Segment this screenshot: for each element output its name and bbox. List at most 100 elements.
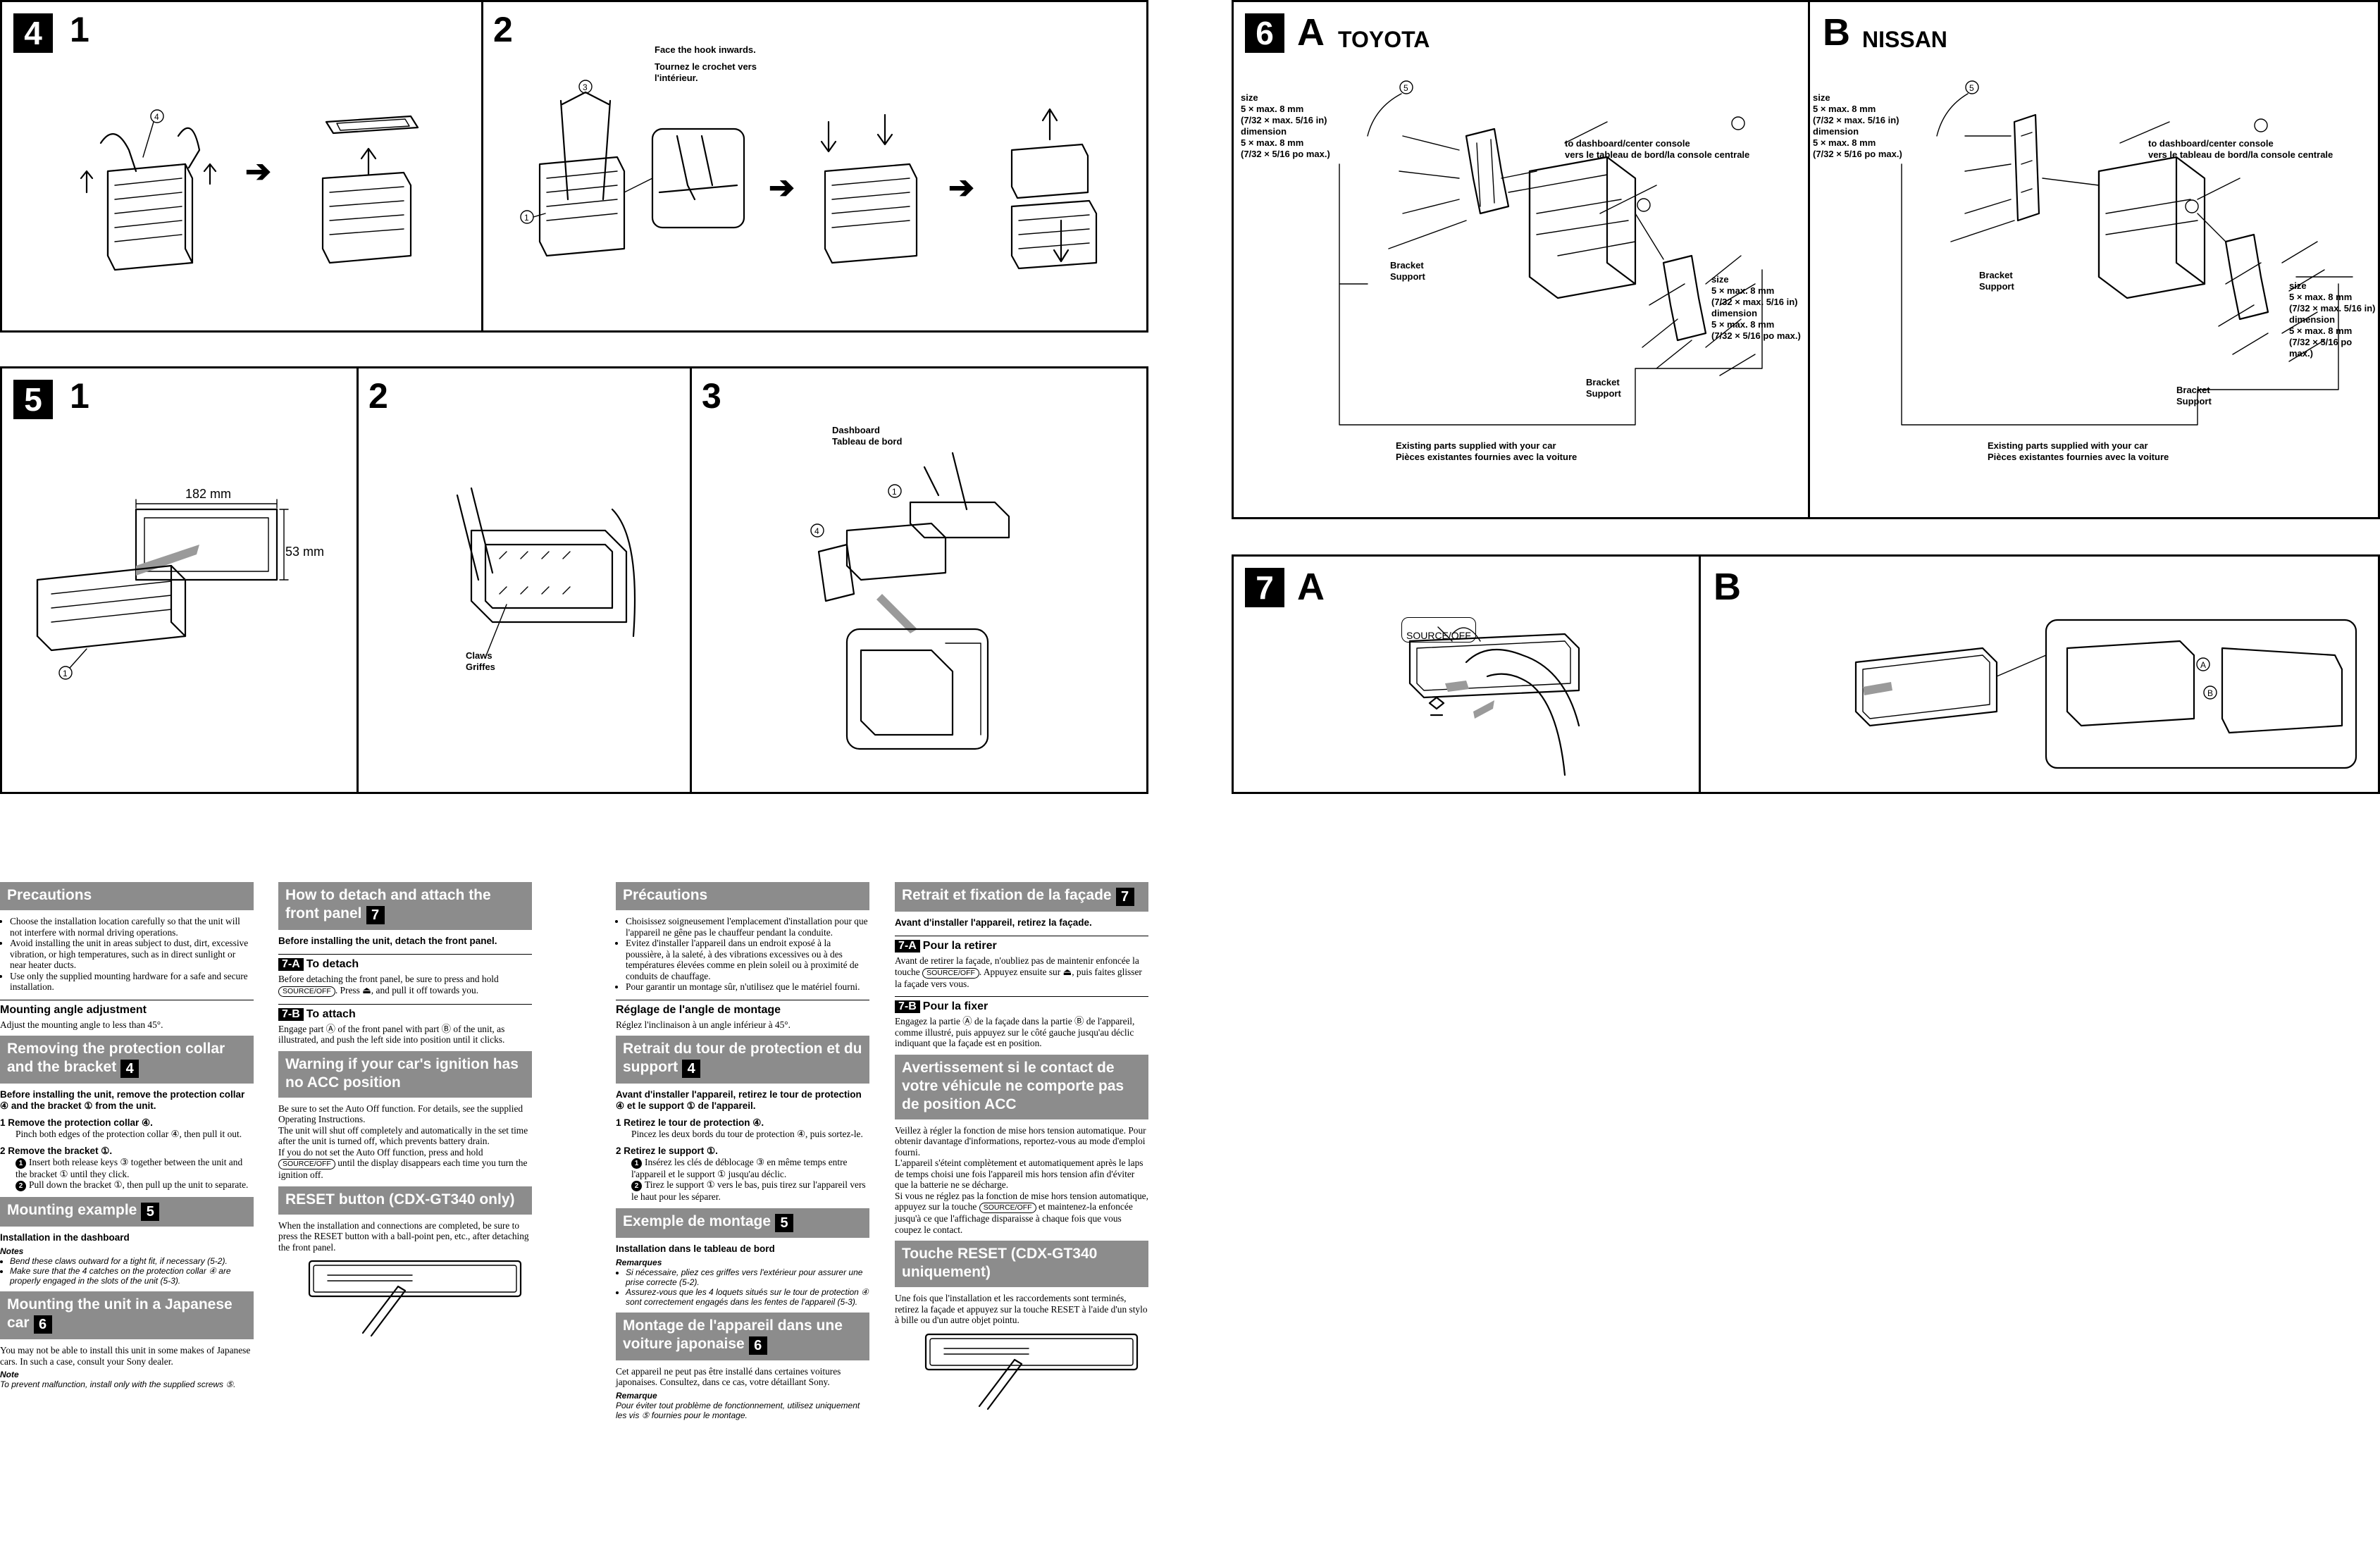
list-item: Choose the installation location careful… xyxy=(10,916,254,938)
step-number: 1 xyxy=(70,376,89,416)
subsection-badge: 7-B xyxy=(278,1007,304,1021)
arrow-icon: ➔ xyxy=(769,170,795,205)
note-label: Remarque xyxy=(616,1390,657,1401)
paragraph-text: . Press ⏏, and pull it off towards you. xyxy=(335,984,479,995)
notes-label: Remarques xyxy=(616,1257,662,1267)
variant-letter: B xyxy=(1713,566,1741,608)
substep-text: Insérez les clés de déblocage ③ en même … xyxy=(631,1156,848,1179)
arrow-icon: ➔ xyxy=(245,154,271,189)
attach-front-panel-illustration: A B xyxy=(1854,619,2357,769)
section-heading: Touche RESET (CDX-GT340 uniquement) xyxy=(895,1241,1148,1287)
panel-7-detach: 7 A SOURCE/OFF xyxy=(1234,557,1699,792)
source-off-key: SOURCE/OFF xyxy=(278,986,335,997)
section-heading: How to detach and attach the front panel… xyxy=(278,882,532,930)
callout-a: A xyxy=(2200,660,2206,670)
step-number: 2 xyxy=(493,10,513,49)
substep-number-icon: 1 xyxy=(16,1158,26,1169)
angle-heading: Réglage de l'angle de montage xyxy=(616,999,869,1017)
section-badge: 5 xyxy=(775,1213,794,1232)
screw-size-label: size 5 × max. 8 mm (7/32 × max. 5/16 in)… xyxy=(1813,92,1902,159)
paragraph-text: Veillez à régler la fonction de mise hor… xyxy=(895,1124,1148,1212)
step-title: 1 Retirez le tour de protection ④. xyxy=(616,1117,764,1128)
subsection-title: Pour la fixer xyxy=(922,1000,988,1012)
removing-title: Retrait du tour de protection et du supp… xyxy=(623,1041,862,1075)
reset-pen-illustration xyxy=(923,1332,1148,1410)
variant-letter: B xyxy=(1823,11,1850,54)
screw-size-label: size 5 × max. 8 mm (7/32 × max. 5/16 in)… xyxy=(1711,274,1801,341)
substep-number-icon: 2 xyxy=(16,1181,26,1191)
section-heading: Précautions xyxy=(616,882,869,910)
panel-7: 7 A SOURCE/OFF B A B xyxy=(1232,554,2380,794)
subsection-badge: 7-B xyxy=(895,1000,920,1013)
bracket-label: Bracket Support xyxy=(1390,260,1425,282)
unit-with-collar-illustration: 4 xyxy=(80,109,217,271)
install-title: Installation in the dashboard xyxy=(0,1232,130,1243)
brand-name: TOYOTA xyxy=(1338,27,1430,52)
section-badge: 4 xyxy=(120,1060,140,1078)
french-column-1: Précautions Choisissez soigneusement l'e… xyxy=(616,882,869,1420)
arrow-icon: ➔ xyxy=(948,170,974,205)
collar-and-bracket-illustration: 182 mm 53 mm 1 xyxy=(36,487,324,680)
angle-heading: Mounting angle adjustment xyxy=(0,999,254,1017)
list-item: Assurez-vous que les 4 loquets situés su… xyxy=(626,1287,869,1307)
paragraph-text: until the display disappears each time y… xyxy=(278,1158,528,1180)
list-item: Pour garantir un montage sûr, n'utilisez… xyxy=(626,981,869,993)
callout-4: 4 xyxy=(154,112,159,122)
detach-front-panel-illustration xyxy=(1408,626,1580,776)
bracket-label: Bracket Support xyxy=(1979,270,2014,292)
panel-4-step-2: 2 Face the hook inwards. Tournez le croc… xyxy=(481,2,1146,330)
warning-title: Warning if your car's ignition has no AC… xyxy=(285,1055,519,1091)
existing-parts-label: Existing parts supplied with your car Pi… xyxy=(1396,440,1578,462)
list-item: Bend these claws outward for a tight fit… xyxy=(10,1256,254,1266)
step-title: 2 Remove the bracket ①. xyxy=(0,1145,113,1156)
section-heading: Removing the protection collar and the b… xyxy=(0,1036,254,1084)
precautions-list: Choisissez soigneusement l'emplacement d… xyxy=(616,916,869,993)
detach-title: Retrait et fixation de la façade xyxy=(902,887,1112,903)
hook-note-fr: Tournez le crochet vers l'intérieur. xyxy=(655,61,757,83)
panel-4: 4 1 4 ➔ 2 Face the hook inwards. Tournez… xyxy=(0,0,1148,333)
paragraph-text: Before detaching the front panel, be sur… xyxy=(278,974,499,984)
substep-number-icon: 1 xyxy=(631,1158,642,1169)
subsection-title: To detach xyxy=(306,958,359,970)
section-badge: 7 xyxy=(1115,888,1134,906)
notes-list: Si nécessaire, pliez ces griffes vers l'… xyxy=(616,1267,869,1307)
hook-note-en: Face the hook inwards. xyxy=(655,44,756,55)
subsection-badge: 7-A xyxy=(895,940,920,953)
section-badge: 7 xyxy=(366,906,385,924)
example-title: Mounting example xyxy=(7,1202,137,1218)
brand-name: NISSAN xyxy=(1862,27,1947,52)
detach-text: Before detaching the front panel, be sur… xyxy=(278,974,532,997)
source-off-key: SOURCE/OFF xyxy=(979,1203,1036,1213)
panel-4-badge: 4 xyxy=(13,13,53,53)
svg-text:5: 5 xyxy=(1969,83,1974,93)
reset-text: Une fois que l'installation et les racco… xyxy=(895,1293,1148,1325)
subsection-badge: 7-A xyxy=(278,958,304,971)
dim-width-label: 182 mm xyxy=(185,487,231,501)
subsection-title: Pour la retirer xyxy=(922,940,997,952)
panel-6-nissan: B NISSAN size 5 × max. 8 mm (7/32 × max.… xyxy=(1808,2,2378,517)
japanese-text: You may not be able to install this unit… xyxy=(0,1345,251,1367)
svg-text:1: 1 xyxy=(524,213,529,223)
detach-intro: Before installing the unit, detach the f… xyxy=(278,936,497,946)
english-column-1: Precautions Choose the installation loca… xyxy=(0,882,254,1389)
removing-intro: Before installing the unit, remove the p… xyxy=(0,1089,245,1111)
install-title: Installation dans le tableau de bord xyxy=(616,1243,775,1254)
list-item: Avoid installing the unit in areas subje… xyxy=(10,938,254,971)
panel-5-step-3: 3 Dashboard Tableau de bord 1 4 xyxy=(690,368,1146,792)
list-item: Make sure that the 4 catches on the prot… xyxy=(10,1266,254,1286)
section-badge: 5 xyxy=(141,1203,160,1221)
note-label: Note xyxy=(0,1370,19,1379)
paragraph-text: Be sure to set the Auto Off function. Fo… xyxy=(278,1103,528,1158)
japanese-title: Montage de l'appareil dans une voiture j… xyxy=(623,1317,843,1352)
console-label: to dashboard/center console vers le tabl… xyxy=(1565,138,1750,160)
panel-5: 5 1 182 mm 53 mm 1 2 Claws Griffes xyxy=(0,366,1148,794)
step-number: 2 xyxy=(368,376,388,416)
list-item: Evitez d'installer l'appareil dans un en… xyxy=(626,938,869,981)
